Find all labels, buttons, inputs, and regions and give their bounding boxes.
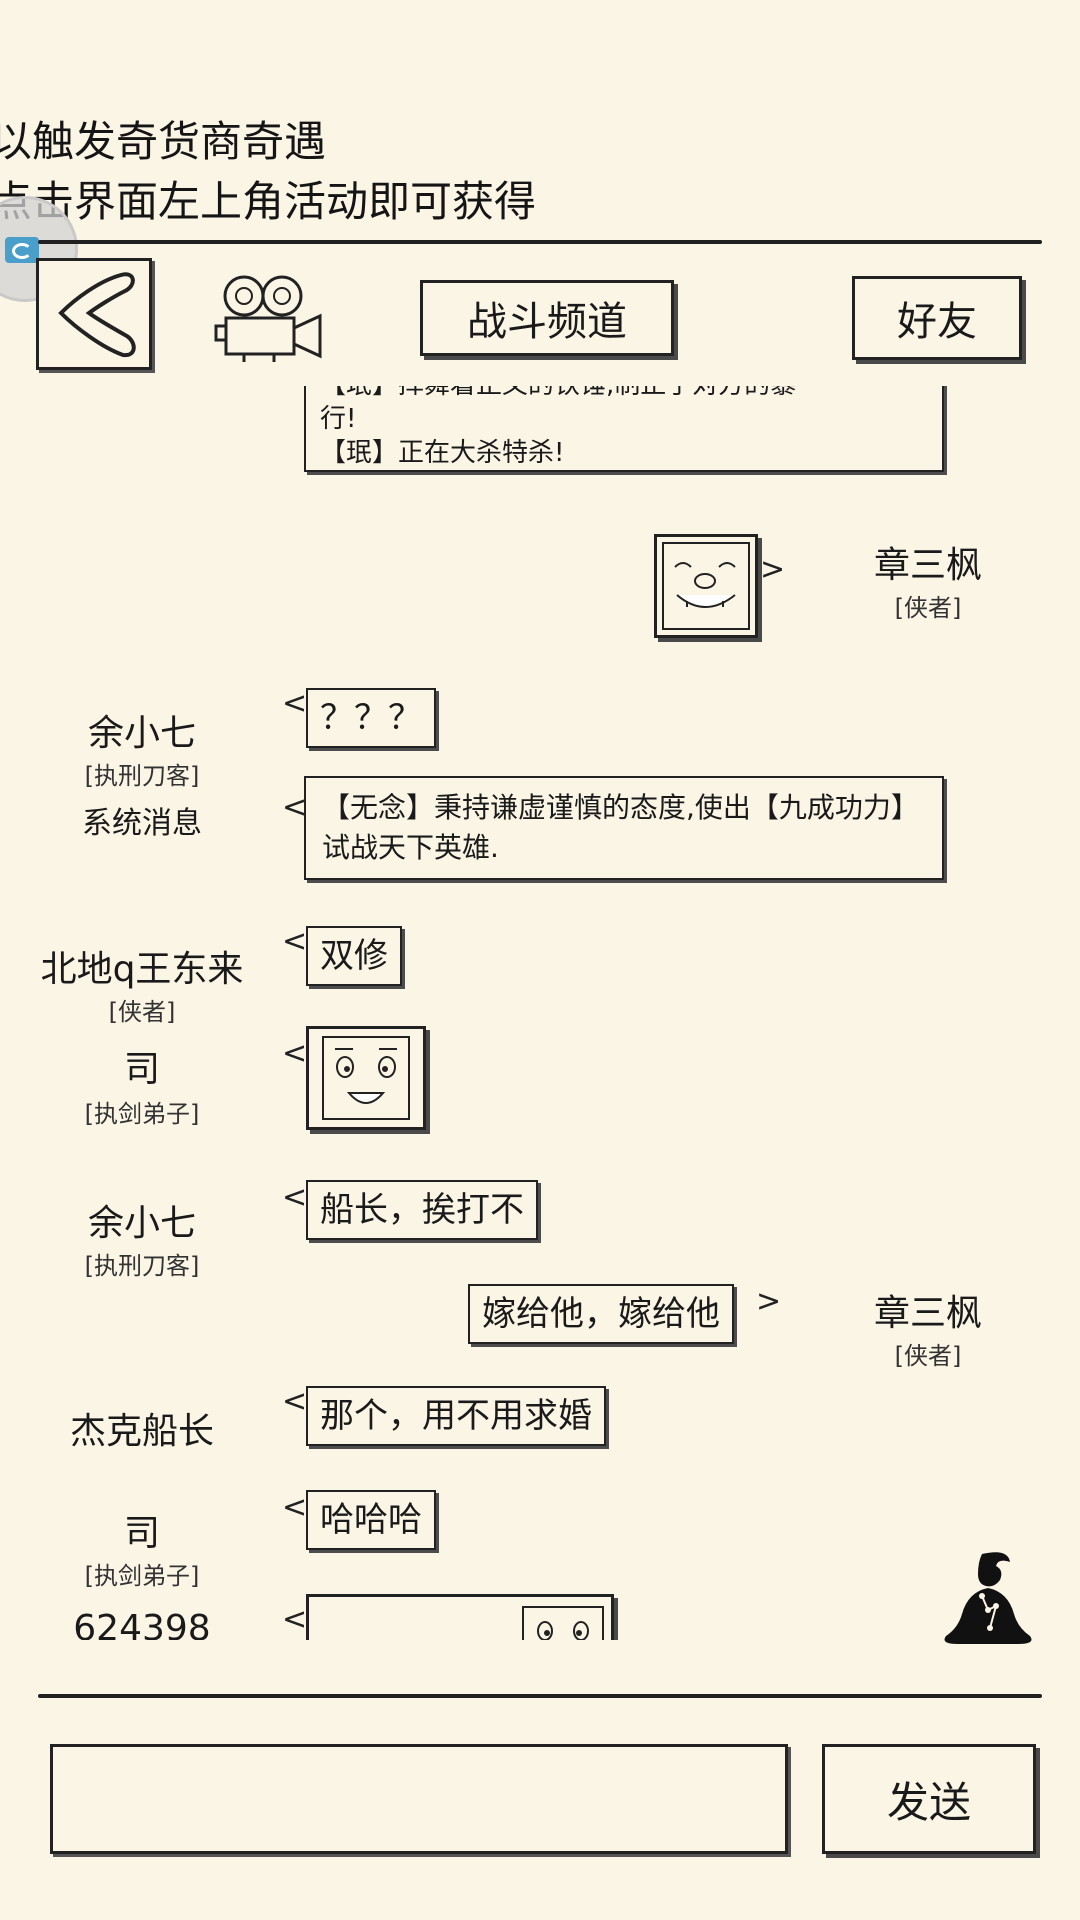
sender-name[interactable]: 余小七 — [87, 713, 196, 754]
back-button[interactable] — [36, 258, 152, 370]
chat-bubble: 船长，挨打不 — [306, 1180, 538, 1240]
top-divider — [38, 240, 1042, 244]
bubble-tail: < — [282, 790, 308, 825]
tab-friends[interactable]: 好友 — [852, 276, 1022, 360]
sender-name[interactable]: 司 — [123, 1513, 160, 1554]
sender-rank: [侠者] — [108, 998, 176, 1026]
sender-name[interactable]: 北地q王东来 — [40, 949, 244, 990]
sticker-message — [654, 534, 758, 638]
sender-name[interactable]: 章三枫 — [873, 1293, 982, 1334]
chat-bubble: 双修 — [306, 926, 402, 986]
back-arrow-icon — [58, 272, 136, 358]
bottom-divider — [38, 1694, 1042, 1698]
pig-face-sticker-icon — [662, 542, 750, 630]
sender-rank: [执刑刀客] — [84, 1252, 200, 1280]
system-sender-label: 系统消息 — [82, 806, 202, 841]
smile-face-sticker-icon — [322, 1036, 410, 1120]
system-message-bubble: 【无念】秉持谦虚谨慎的态度,使出【九成功力】试战天下英雄. — [304, 776, 944, 880]
chat-message-input[interactable] — [50, 1744, 788, 1854]
bubble-tail: < — [282, 1036, 308, 1071]
chat-message-list[interactable]: 【珉】挥舞着正义的铁锤,制止了对方的暴 行! 【珉】正在大杀特杀! > 章三枫 … — [0, 386, 1080, 1640]
bubble-tail: < — [282, 1384, 308, 1419]
bubble-tail: > — [760, 552, 786, 587]
chat-bubble: ？？？ — [306, 688, 436, 748]
assistant-icon — [5, 237, 39, 263]
send-button[interactable]: 发送 — [822, 1744, 1036, 1854]
bubble-tail: < — [282, 1602, 308, 1637]
bubble-tail: < — [282, 1180, 308, 1215]
sender-name[interactable]: 司 — [123, 1049, 160, 1090]
sender-rank: [侠者] — [894, 594, 962, 622]
chat-bubble: 那个，用不用求婚 — [306, 1386, 606, 1446]
notice-line-2: 点击界面左上角活动即可获得 — [0, 177, 537, 226]
bubble-tail: < — [282, 1490, 308, 1525]
sender-name[interactable]: 杰克船长 — [69, 1411, 214, 1452]
sender-name[interactable]: 余小七 — [87, 1203, 196, 1244]
sender-rank: [执刑刀客] — [84, 762, 200, 790]
system-message-bubble: 【珉】挥舞着正义的铁锤,制止了对方的暴 行! 【珉】正在大杀特杀! — [304, 386, 944, 472]
video-camera-icon[interactable] — [214, 272, 326, 364]
chat-bubble: 哈哈哈 — [306, 1490, 436, 1550]
sender-rank: [侠者] — [894, 1342, 962, 1370]
sender-rank: [执剑弟子] — [84, 1100, 200, 1128]
bubble-tail: > — [756, 1284, 782, 1319]
meditation-icon[interactable] — [938, 1548, 1038, 1658]
event-notice: 以触发奇货商奇遇 点击界面左上角活动即可获得 — [0, 112, 536, 232]
bubble-tail: < — [282, 686, 308, 721]
notice-line-1: 以触发奇货商奇遇 — [0, 117, 327, 166]
sender-rank: [执剑弟子] — [84, 1562, 200, 1590]
sticker-message — [306, 1026, 426, 1130]
face-sticker-icon — [522, 1606, 604, 1640]
chat-bubble: 嫁给他，嫁给他 — [468, 1284, 734, 1344]
tab-battle-channel[interactable]: 战斗频道 — [420, 280, 674, 356]
sticker-message — [306, 1594, 614, 1640]
sender-name[interactable]: 624398 — [73, 1608, 211, 1640]
bubble-tail: < — [282, 924, 308, 959]
sender-name[interactable]: 章三枫 — [873, 545, 982, 586]
